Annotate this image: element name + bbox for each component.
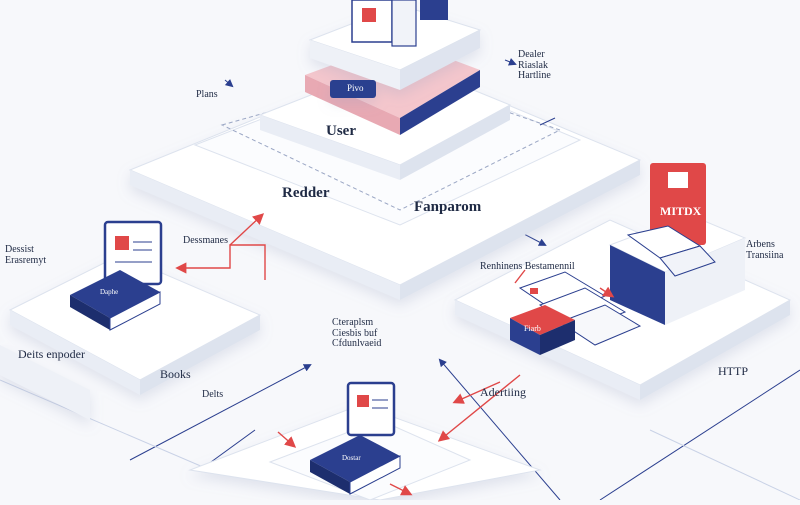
reader-label: Redder: [282, 185, 330, 201]
center-note-label: Cteraplsm Ciesbis buf Cfdunlvaeid: [332, 317, 382, 349]
book-stack-icon: [70, 270, 161, 331]
red-navy-block: [510, 305, 575, 355]
top-navy-tab: [330, 80, 376, 98]
small-red-tab-label: Fiarb: [524, 324, 541, 333]
bestance-label: Renhinens Bestamennil: [480, 261, 575, 272]
advertising-label: Adertiing: [480, 385, 526, 399]
red-tag-icon: [650, 163, 706, 245]
bottom-monitor-icon: [346, 381, 396, 437]
fanparom-label: Fanparom: [414, 199, 482, 215]
books-label: Books: [160, 367, 191, 381]
databases-label: Dessmanes: [183, 235, 228, 246]
open-book-icon: [626, 225, 716, 277]
right-side-label: Arbens Transiina: [746, 239, 784, 261]
red-arrows: [175, 213, 615, 496]
mitdx-label: MITDX: [660, 204, 702, 218]
dealer-label: Dealer Riaslak Hartline: [518, 49, 551, 81]
user-label: User: [326, 123, 356, 139]
left-book-label: Daphe: [100, 288, 119, 296]
navy-arrows: [224, 58, 556, 126]
document-pages-icon: [518, 271, 642, 346]
top-tab-label: Pivo: [347, 83, 364, 93]
data-enpoder-label: Deits enpoder: [18, 347, 85, 361]
user-document-icon: [351, 0, 448, 47]
bottom-book-stack-icon: [310, 435, 401, 495]
http-label: HTTP: [718, 364, 748, 378]
plans-label: Plans: [196, 89, 218, 100]
bottom-book-label: Dostar: [342, 454, 361, 462]
dataset-label: Dessist Erasremyt: [5, 244, 47, 266]
delts-label: Delts: [202, 389, 224, 400]
